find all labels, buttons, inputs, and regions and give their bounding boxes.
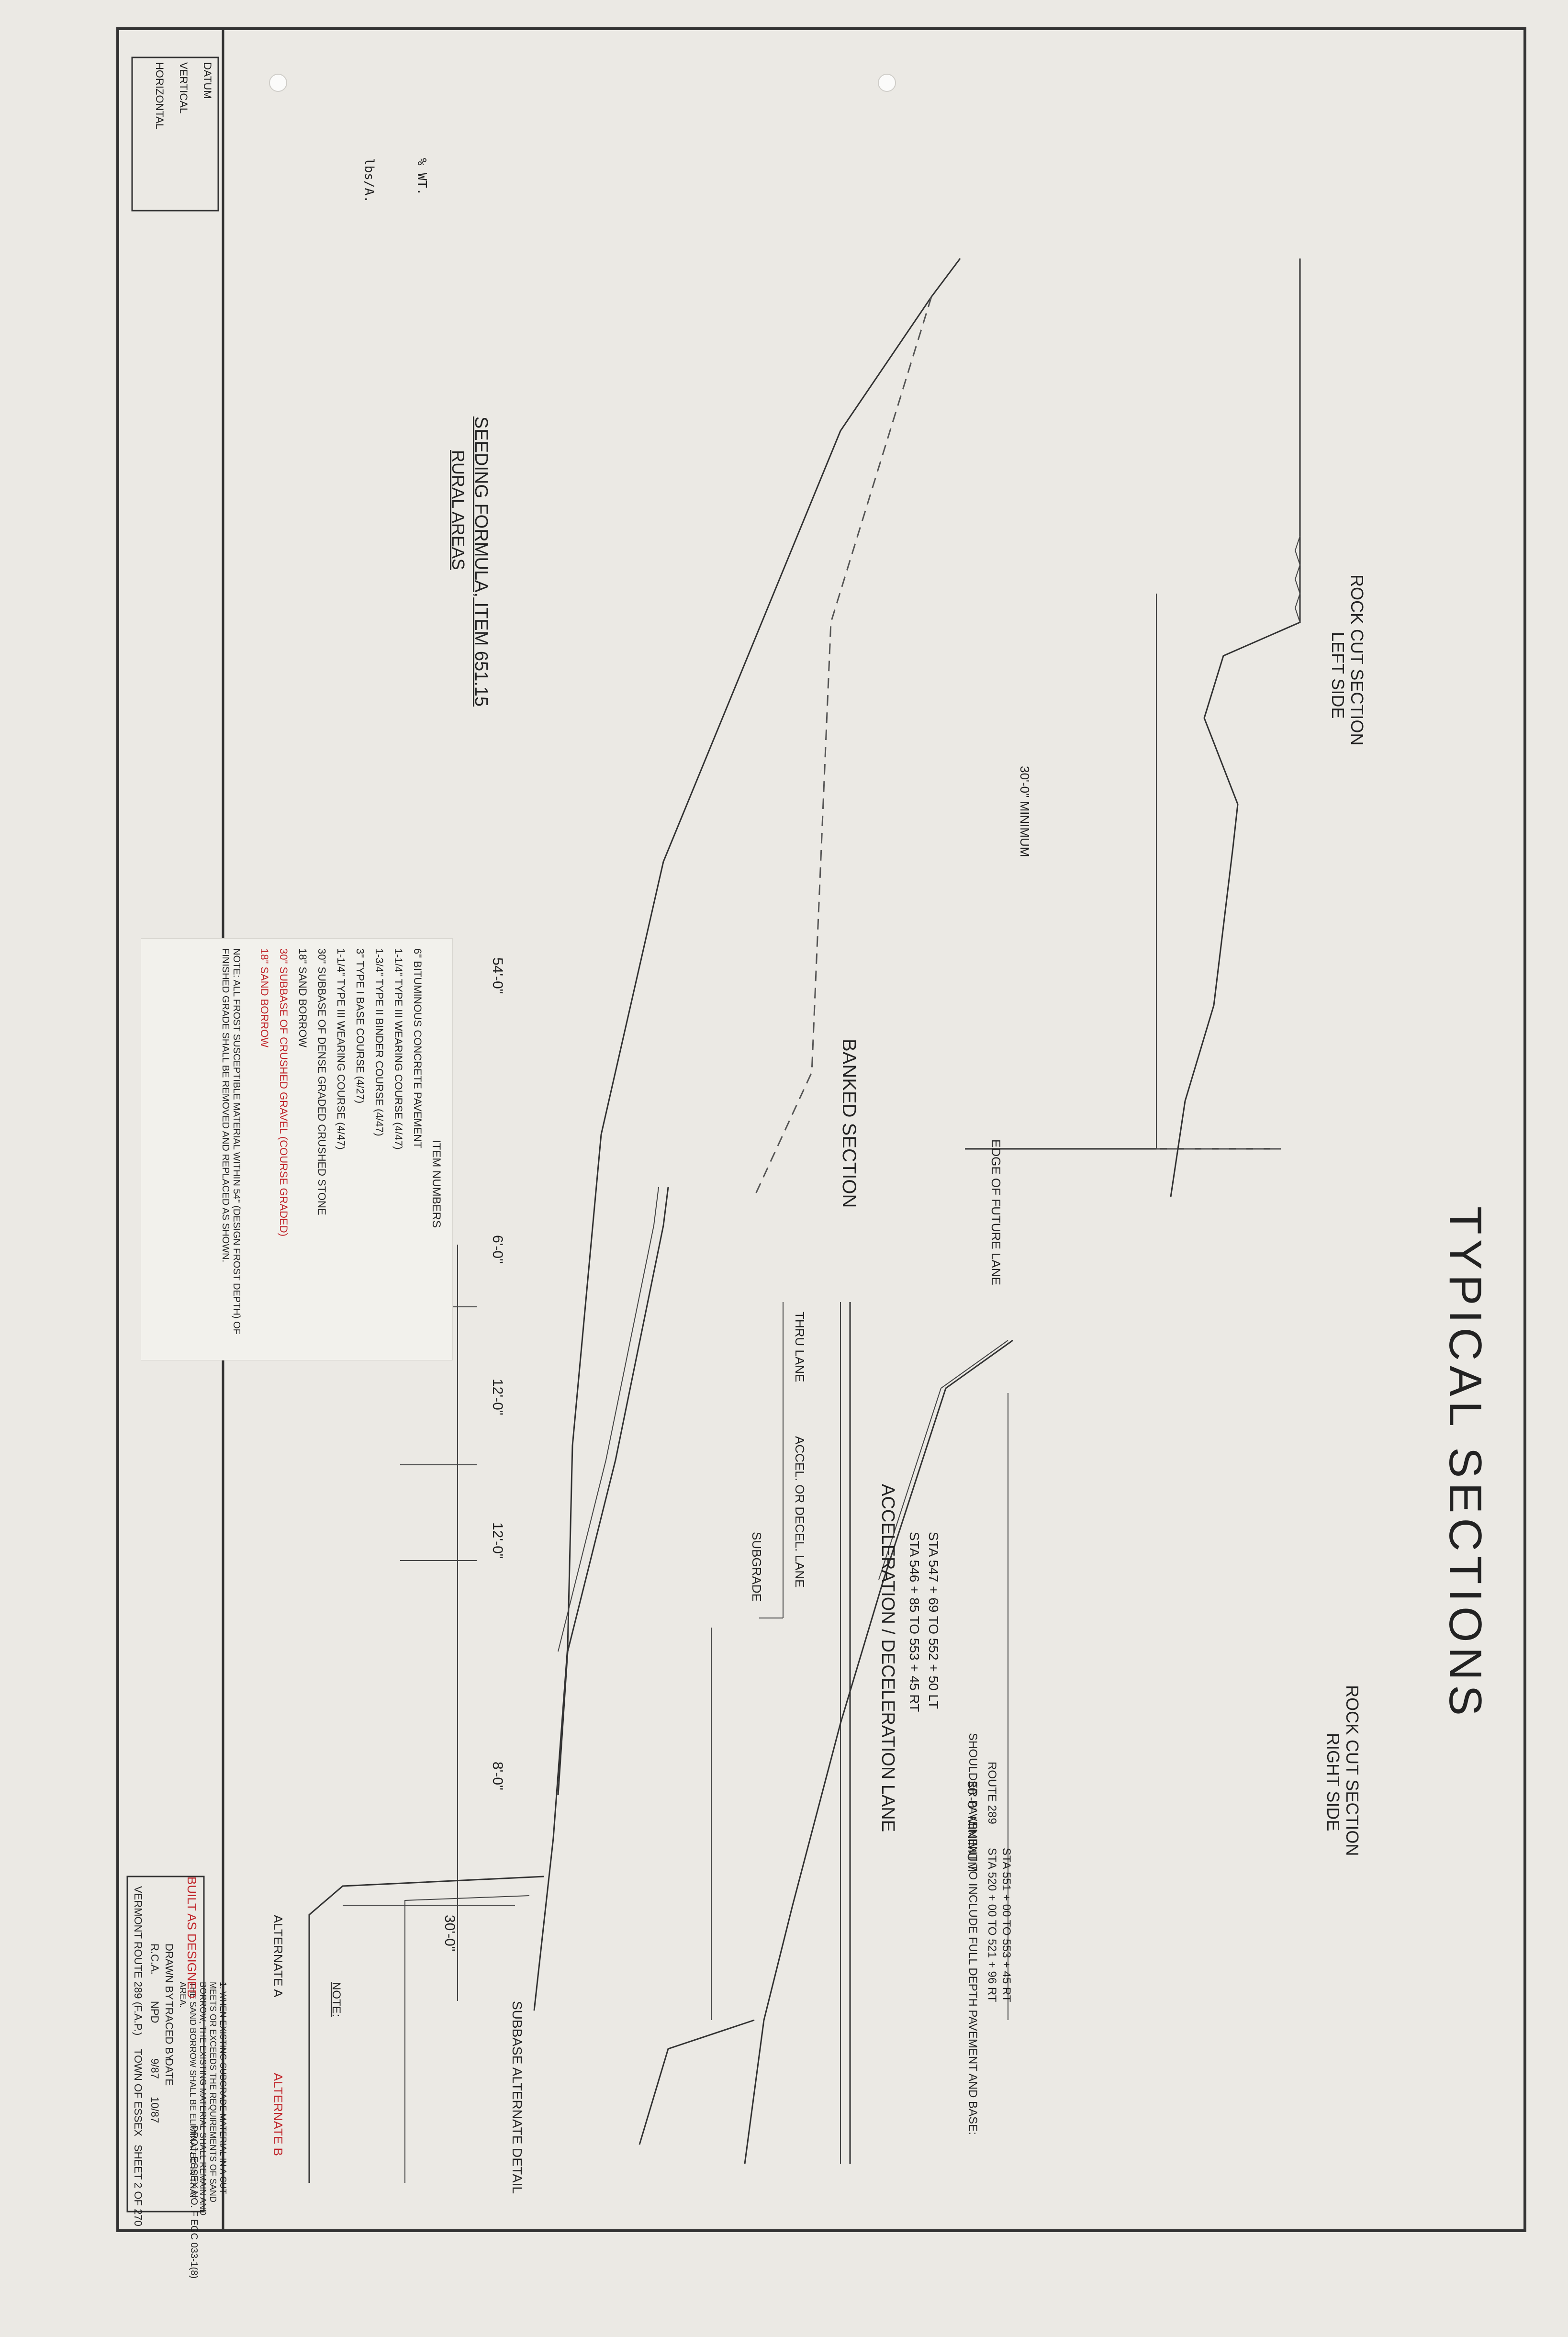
banked-dim: 8'-0" [490,1762,505,1790]
proj-no: PROJ. ESSEX NO. F EGC 033-1(8) [189,2125,199,2279]
rock-left-min: 30'-0" MINIMUM [1018,766,1032,857]
accel-lane-label: ACCEL. OR DECEL. LANE [793,1436,807,1588]
legend-vertical: VERTICAL [178,62,190,114]
seeding-formula [113,115,352,843]
seeding-subheading: RURAL AREAS [448,450,468,570]
pavement-row: 18" SAND BORROW [297,948,309,1048]
pavement-row: 1-1/4" TYPE III WEARING COURSE (4/47) [335,948,347,1150]
notes-heading: NOTE: [330,1982,343,2017]
pavement-row: 18" SAND BORROW [258,948,270,1048]
seeding-heading: SEEDING FORMULA, ITEM 651.15 [471,416,491,707]
project-line2: TOWN OF ESSEX [132,2049,144,2136]
drawn-by-label: DRAWN BY [163,1944,175,2000]
rock-right-title: ROCK CUT SECTION [1343,1685,1362,1856]
built-as-designed: BUILT AS DESIGNED [185,1876,199,1999]
accel-sta1: STA 546 + 85 TO 553 + 45 RT [907,1532,922,1712]
banked-title: BANKED SECTION [839,1039,860,1208]
pavement-row: 30" SUBBASE OF CRUSHED GRAVEL (COURSE GR… [278,948,290,1236]
item-numbers-header: ITEM NUMBERS [430,1140,443,1228]
rock-left-subtitle: LEFT SIDE [1328,632,1348,719]
legend-horizontal: HORIZONTAL [154,62,166,130]
sheet-no: SHEET 2 OF 270 [132,2145,144,2226]
project-line1: VERMONT ROUTE 289 (F.A.P.) [132,1886,144,2036]
banked-dim: 12'-0" [490,1522,505,1559]
subbase-alt-a: ALTERNATE A [271,1915,285,1998]
pavement-note: NOTE: ALL FROST SUSCEPTIBLE MATERIAL WIT… [220,948,242,1335]
thru-lane: THRU LANE [793,1312,807,1382]
traced-by-label: TRACED BY [163,2001,175,2061]
pavement-row: 6" BITUMINOUS CONCRETE PAVEMENT [412,948,424,1148]
banked-dim: 30'-0" [442,1915,458,1952]
col-header: % WT. [414,158,429,196]
edge-future-lane: EDGE OF FUTURE LANE [989,1139,1003,1285]
traced-by-value: NPD [149,2001,161,2023]
banked-dim: 6'-0" [490,1235,505,1264]
banked-dim: 54'-0" [490,957,505,994]
drawn-by-value: R.C.A. [149,1944,161,1975]
subgrade-label: SUBGRADE [750,1532,764,1602]
rock-right-min: 30'-0" MINIMUM [965,1781,979,1872]
date-value: 9/87 [149,2058,161,2079]
subbase-alt-b: ALTERNATE B [271,2073,285,2156]
pavement-row: 3" TYPE I BASE COURSE (4/27) [354,948,366,1104]
date-label: DATE [163,2058,175,2086]
subbase-title: SUBBASE ALTERNATE DETAIL [510,2001,525,2194]
pavement-row: 1-1/4" TYPE III WEARING COURSE (4/47) [392,948,404,1150]
legend-datum: DATUM [202,62,213,99]
punch-hole [878,74,896,92]
pavement-table: ITEM NUMBERS 6" BITUMINOUS CONCRETE PAVE… [141,938,453,1360]
drawing-title: TYPICAL SECTIONS [1440,1206,1491,1720]
date-value: 10/87 [149,2097,161,2124]
col-header: lbs/A. [362,158,376,203]
pavement-row: 30" SUBBASE OF DENSE GRADED CRUSHED STON… [316,948,328,1215]
rock-right-subtitle: RIGHT SIDE [1323,1733,1343,1831]
pavement-row: 1-3/4" TYPE II BINDER COURSE (4/47) [373,948,385,1136]
sta3: STA 520 + 00 TO 521 + 96 RT [986,1848,998,2002]
banked-dim: 12'-0" [490,1379,505,1416]
rock-left-title: ROCK CUT SECTION [1347,574,1367,746]
punch-hole [269,74,287,92]
accel-title: ACCELERATION / DECELERATION LANE [878,1484,898,1832]
accel-sta2: STA 547 + 69 TO 552 + 50 LT [926,1532,941,1709]
route-label: ROUTE 289 [986,1762,998,1824]
note-1: 1. WHEN EXISTING SUBGRADE MATERIAL IN A … [178,1982,228,2216]
sta4: STA 551 + 00 TO 553 + 45 RT [1000,1848,1013,2002]
